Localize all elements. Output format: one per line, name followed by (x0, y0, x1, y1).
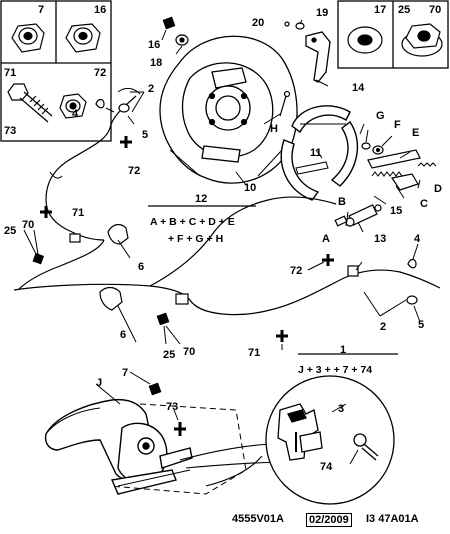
handbrake-lever-icon (44, 398, 193, 495)
washer-17-icon (347, 26, 383, 54)
lever-14-icon (305, 31, 331, 83)
box-label-70: 70 (429, 4, 441, 16)
callout-B: B (338, 196, 346, 208)
callout-12: 12 (195, 193, 207, 205)
cable-left-icon (17, 87, 141, 291)
dashed-outline (109, 403, 247, 495)
box-label-71: 71 (4, 67, 16, 79)
parts-box-top-left (0, 0, 112, 142)
callout-4b: 4 (414, 233, 421, 245)
callout-14: 14 (352, 82, 365, 94)
callout-71a: 71 (72, 207, 84, 219)
callout-72b: 72 (290, 265, 302, 277)
callout-6a: 6 (138, 261, 144, 273)
adjuster-15-icon (367, 149, 421, 191)
box-labels: 7 16 71 72 73 17 25 70 (4, 4, 441, 137)
callout-2b: 2 (380, 321, 386, 333)
cable-guide-6b-icon (99, 286, 123, 311)
nut-16-icon (65, 23, 101, 53)
callout-A: A (322, 233, 330, 245)
callout-18: 18 (150, 57, 162, 69)
kit-1-line: J + 3 + + 7 + 74 (298, 364, 372, 376)
clip-19-20-icon (284, 21, 305, 30)
callout-2a: 2 (148, 83, 154, 95)
callout-20: 20 (252, 17, 264, 29)
callout-70b: 70 (183, 346, 195, 358)
pin-h-icon (279, 90, 291, 117)
box-label-7: 7 (38, 4, 44, 16)
callout-70a: 70 (22, 219, 34, 231)
marker-squares (32, 16, 176, 396)
callout-3: 3 (338, 403, 344, 415)
cylinder-13-icon (334, 204, 382, 227)
spring-icon (371, 162, 437, 177)
bolt-73-icon (7, 83, 53, 123)
box-label-25: 25 (398, 4, 410, 16)
parts-box-top-right (337, 0, 449, 69)
callout-G: G (376, 110, 385, 122)
flange-nut-25-icon (401, 23, 443, 57)
cable-center-icon (13, 196, 441, 316)
box-label-72: 72 (94, 67, 106, 79)
callout-J: J (96, 377, 102, 389)
kit-12-line-2: + F + G + H (168, 233, 223, 245)
callout-25b: 25 (163, 349, 175, 361)
footer-date: 02/2009 (306, 513, 352, 527)
kit-equations: A + B + C + D + E + F + G + H J + 3 + + … (150, 216, 372, 376)
callout-4a: 4 (72, 108, 79, 120)
callout-5a: 5 (142, 129, 148, 141)
callout-13: 13 (374, 233, 386, 245)
callout-F: F (394, 119, 401, 131)
callout-72a: 72 (128, 165, 140, 177)
callout-71b: 71 (248, 347, 260, 359)
box-label-73: 73 (4, 125, 16, 137)
footer-code: I3 47A01A (366, 513, 419, 525)
backing-plate-icon (159, 35, 298, 184)
callout-D: D (434, 183, 442, 195)
detail-magnifier (205, 375, 395, 505)
callout-25a: 25 (4, 225, 16, 237)
callout-15: 15 (390, 205, 402, 217)
callout-E: E (412, 127, 419, 139)
nut-7-icon (11, 23, 45, 53)
box-label-17: 17 (374, 4, 386, 16)
footer-reference: 4555V01A (232, 513, 284, 525)
marker-crosses (40, 136, 334, 436)
box-label-16: 16 (94, 4, 106, 16)
small-parts-gf-icon (361, 142, 384, 155)
hook-icons (95, 98, 418, 305)
callout-1: 1 (340, 344, 346, 356)
callout-H: H (270, 123, 278, 135)
callout-C: C (420, 198, 428, 210)
kit-bars (148, 205, 398, 355)
washer-18-icon (175, 34, 189, 46)
nut-72-icon (59, 93, 87, 119)
cable-guide-6a-icon (107, 223, 129, 245)
kit-12-line-1: A + B + C + D + E (150, 216, 235, 228)
callout-19: 19 (316, 7, 328, 19)
callout-10: 10 (244, 182, 256, 194)
leader-lines (23, 19, 421, 465)
callout-73: 73 (166, 401, 178, 413)
callout-7: 7 (122, 367, 128, 379)
callout-6b: 6 (120, 329, 126, 341)
callout-11: 11 (310, 147, 322, 159)
callout-5b: 5 (418, 319, 424, 331)
callout-16: 16 (148, 39, 160, 51)
callout-labels: 1 2 2 3 4 4 5 5 6 6 7 10 11 12 13 14 15 … (4, 7, 442, 473)
clip-bracket-icon (69, 233, 359, 305)
brake-shoes-icon (280, 105, 359, 201)
callout-74: 74 (320, 461, 333, 473)
